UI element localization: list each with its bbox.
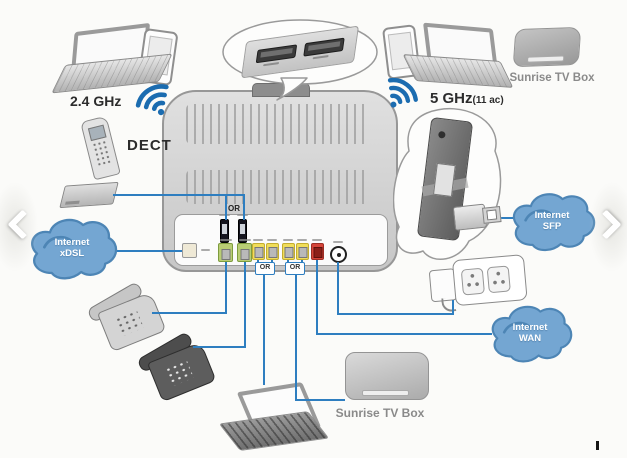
usb-top-callout bbox=[215, 16, 385, 104]
usb-port-2 bbox=[238, 219, 247, 243]
usb-device-icon bbox=[59, 181, 119, 209]
chevron-right-icon[interactable] bbox=[591, 202, 624, 246]
dect-label: DECT bbox=[127, 137, 172, 154]
wifi-24ghz-icon bbox=[124, 69, 177, 126]
top-slot-2-label bbox=[312, 55, 329, 60]
top-slot-1 bbox=[255, 44, 298, 64]
chevron-left-icon[interactable] bbox=[4, 202, 38, 246]
wifi-5ghz-icon bbox=[380, 65, 428, 117]
xdsl-port bbox=[182, 243, 197, 258]
usb-port-2-label bbox=[237, 214, 248, 216]
wan-cable-v bbox=[316, 260, 318, 335]
xdsl-port-label bbox=[201, 249, 210, 251]
eth-port-2 bbox=[266, 243, 279, 260]
usb-port-1 bbox=[220, 219, 229, 243]
xdsl-cloud-line1: Internet bbox=[54, 237, 90, 249]
eth-port-1 bbox=[252, 243, 265, 260]
tel-port-1-label bbox=[220, 239, 232, 241]
eth-port-3-label bbox=[283, 239, 293, 241]
top-slot-2 bbox=[303, 37, 345, 57]
analog-phone-2-icon bbox=[136, 331, 224, 409]
wan-cloud-line2: WAN bbox=[518, 333, 542, 345]
router-vent-grille-top bbox=[186, 104, 370, 144]
freq-24ghz-label: 2.4 GHz bbox=[70, 93, 122, 109]
or-label-lan-left: OR bbox=[255, 262, 275, 275]
freq-5ghz-label: 5 GHz(11 ac) bbox=[430, 90, 504, 107]
power-port bbox=[330, 246, 347, 263]
tel2-cable-v bbox=[244, 262, 246, 348]
xdsl-cable bbox=[110, 250, 182, 252]
laptop-lan-cable bbox=[263, 273, 265, 385]
tel-port-2 bbox=[237, 243, 252, 262]
eth-port-4-label bbox=[297, 239, 307, 241]
laptop-lan-base bbox=[218, 411, 330, 451]
sfp-module bbox=[433, 162, 456, 197]
or-label-usb: OR bbox=[228, 204, 240, 213]
router-port-panel bbox=[174, 214, 388, 266]
wall-socket-1 bbox=[460, 267, 485, 296]
freq-5ghz-note: (11 ac) bbox=[472, 95, 504, 106]
internet-xdsl-cloud: Internet xDSL bbox=[26, 214, 118, 284]
eth-port-4 bbox=[296, 243, 309, 260]
tel-port-1 bbox=[218, 243, 233, 262]
wan-cloud-line1: Internet bbox=[512, 322, 548, 334]
wall-socket-2 bbox=[486, 265, 511, 294]
tel-port-2-label bbox=[239, 239, 251, 241]
eth-port-3 bbox=[282, 243, 295, 260]
top-slot-1-label bbox=[263, 61, 280, 67]
tv-box-top-label: Sunrise TV Box bbox=[509, 72, 595, 84]
tel2-cable-h bbox=[193, 346, 246, 348]
progress-tick-mark bbox=[596, 441, 599, 450]
usb-port-1-label bbox=[219, 214, 230, 216]
internet-sfp-cloud: Internet SFP bbox=[508, 190, 596, 254]
power-cable-h bbox=[337, 313, 454, 315]
sfp-side-callout bbox=[392, 105, 511, 267]
tv-box-bottom-icon bbox=[345, 352, 429, 400]
tv-box-bottom-label: Sunrise TV Box bbox=[335, 406, 425, 420]
usb-device-cable bbox=[113, 194, 244, 196]
sfp-cable bbox=[494, 217, 514, 219]
xdsl-cloud-line2: xDSL bbox=[59, 248, 85, 260]
dect-handset-icon bbox=[80, 115, 121, 181]
sfp-cloud-line1: Internet bbox=[534, 210, 570, 222]
tvbox-lan-cable-h bbox=[295, 399, 345, 401]
prev-nav-backdrop bbox=[0, 182, 38, 272]
eth-port-1-label bbox=[253, 239, 263, 241]
freq-5ghz-text: 5 GHz bbox=[430, 90, 473, 107]
usb-cable-branch-2 bbox=[243, 194, 245, 220]
next-nav-backdrop bbox=[589, 182, 627, 272]
router-vent-grille-bottom bbox=[186, 170, 370, 204]
wan-port-label bbox=[312, 239, 322, 241]
tvbox-lan-cable-v bbox=[295, 273, 297, 401]
power-cable-v bbox=[337, 262, 339, 315]
usb-cable-branch-1 bbox=[225, 194, 227, 220]
tel1-cable-v bbox=[225, 262, 227, 314]
internet-wan-cloud: Internet WAN bbox=[486, 303, 574, 365]
power-cable-stub bbox=[452, 300, 454, 315]
wan-cable-h bbox=[316, 333, 492, 335]
eth-port-2-label bbox=[267, 239, 277, 241]
wan-port bbox=[311, 243, 324, 260]
sfp-cloud-line2: SFP bbox=[542, 221, 562, 233]
tv-box-top-icon bbox=[512, 26, 582, 68]
power-port-label bbox=[333, 241, 343, 243]
tel1-cable-h bbox=[152, 312, 227, 314]
or-label-lan-right: OR bbox=[285, 262, 305, 275]
